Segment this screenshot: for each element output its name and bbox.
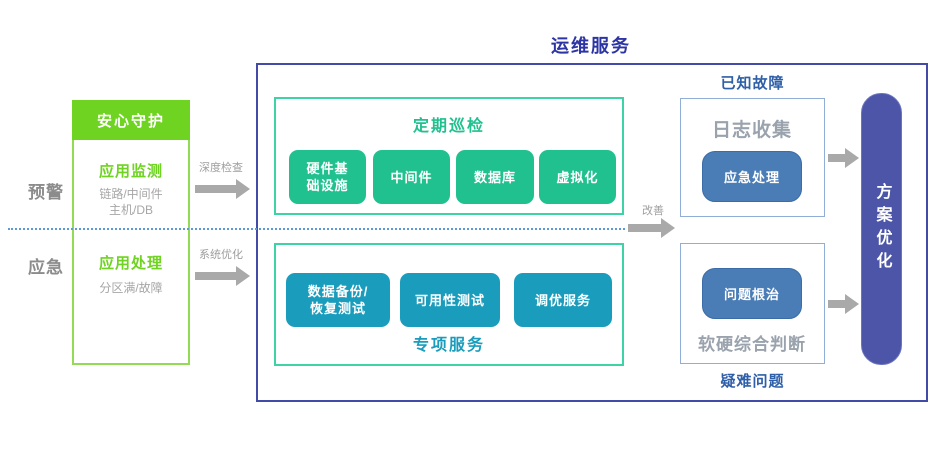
root-cure-button: 问题根治 xyxy=(702,268,802,319)
app-monitor-subtitle: 链路/中间件 主机/DB xyxy=(99,187,163,217)
guard-panel: 安心守护 应用监测 链路/中间件 主机/DB 应用处理 分区满/故障 xyxy=(72,100,190,365)
special-service-box: 数据备份/ 恢复测试 可用性测试 调优服务 专项服务 xyxy=(274,243,624,366)
arrow-head xyxy=(236,179,250,199)
chip-hardware-infra: 硬件基 础设施 xyxy=(289,150,366,204)
arrow-shaft xyxy=(828,300,846,308)
dashed-divider xyxy=(8,228,625,230)
main-title: 运维服务 xyxy=(551,36,631,56)
emergency-handle-button: 应急处理 xyxy=(702,151,802,202)
system-optimize-arrow-label: 系统优化 xyxy=(199,249,243,261)
inspection-title: 定期巡检 xyxy=(412,118,485,135)
app-monitor-title: 应用监测 xyxy=(98,163,163,180)
row-label-emergency: 应急 xyxy=(28,258,64,277)
improve-arrow-icon xyxy=(628,218,675,238)
app-handle-title: 应用处理 xyxy=(98,255,163,272)
arrow-shaft xyxy=(828,154,846,162)
chip-availability-test: 可用性测试 xyxy=(400,273,500,327)
arrow-head xyxy=(845,148,859,168)
chip-tuning-service: 调优服务 xyxy=(514,273,612,327)
solution-optimize-label: 方案优化 xyxy=(873,183,891,275)
chip-database: 数据库 xyxy=(456,150,534,204)
improve-arrow-label: 改善 xyxy=(642,205,664,217)
special-service-title: 专项服务 xyxy=(412,337,485,354)
ops-service-frame xyxy=(256,63,928,402)
to-pill-arrow-bottom-icon xyxy=(828,294,859,314)
hard-problems-title: 疑难问题 xyxy=(720,373,785,390)
system-optimize-arrow-icon xyxy=(195,266,250,286)
chip-virtualization: 虚拟化 xyxy=(539,150,616,204)
row-label-warning: 预警 xyxy=(28,183,64,202)
inspection-box: 定期巡检 硬件基 础设施 中间件 数据库 虚拟化 xyxy=(274,97,624,215)
arrow-head xyxy=(845,294,859,314)
hard-problems-box: 问题根治 软硬综合判断 xyxy=(680,243,825,364)
guard-panel-header: 安心守护 xyxy=(72,100,190,140)
solution-optimize-pill: 方案优化 xyxy=(861,93,902,365)
arrow-head xyxy=(236,266,250,286)
judge-label: 软硬综合判断 xyxy=(698,335,806,354)
chip-backup-recovery: 数据备份/ 恢复测试 xyxy=(286,273,390,327)
chip-middleware: 中间件 xyxy=(373,150,450,204)
arrow-shaft xyxy=(195,185,237,193)
app-handle-subtitle: 分区满/故障 xyxy=(99,281,163,295)
deep-check-arrow-icon xyxy=(195,179,250,199)
deep-check-arrow-label: 深度检查 xyxy=(199,162,243,174)
arrow-shaft xyxy=(628,224,662,232)
arrow-head xyxy=(661,218,675,238)
known-faults-title: 已知故障 xyxy=(720,75,785,92)
to-pill-arrow-top-icon xyxy=(828,148,859,168)
known-faults-box: 日志收集 应急处理 xyxy=(680,98,825,217)
log-collect-label: 日志收集 xyxy=(711,120,792,141)
arrow-shaft xyxy=(195,272,237,280)
